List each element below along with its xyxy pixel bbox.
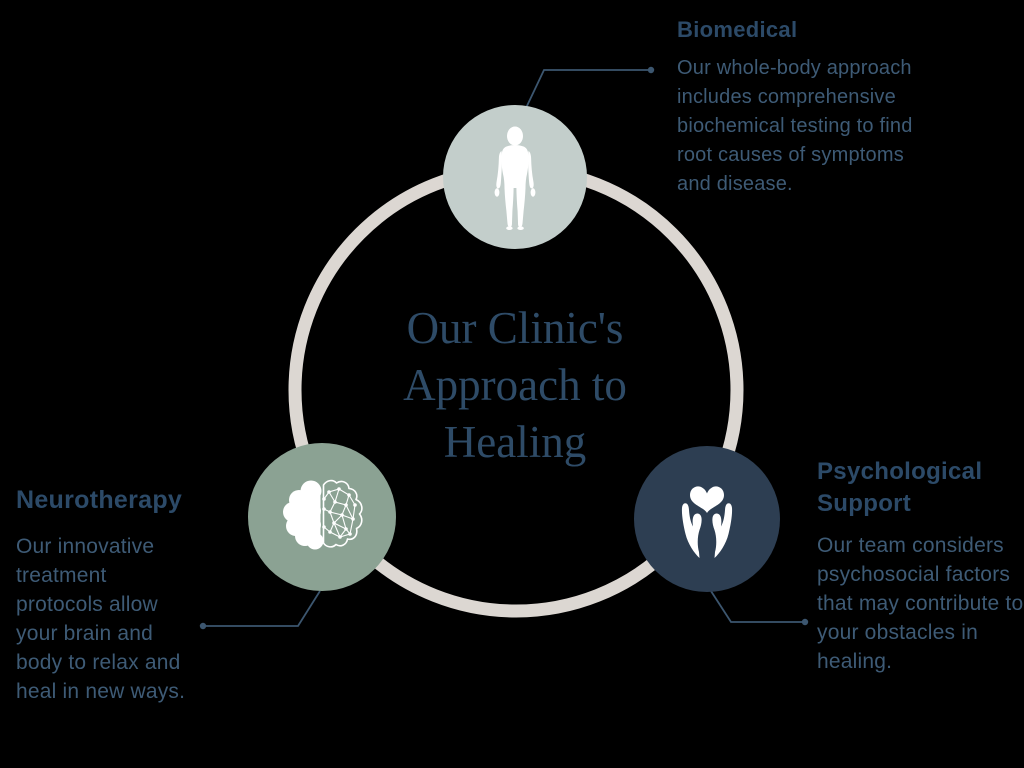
biomedical-description: Our whole-body approach includes compreh… [677, 57, 913, 196]
diagram-title: Our Clinic's Approach to Healing [340, 300, 690, 471]
neurotherapy-description: Our innovative treatment protocols allow… [16, 535, 186, 703]
biomedical-connector [525, 66, 655, 109]
connector-dot [647, 66, 655, 74]
neurotherapy-text-block: Neurotherapy Our innovative treatment pr… [16, 484, 216, 706]
connector-dot [199, 622, 207, 630]
neurotherapy-circle [248, 443, 396, 591]
neurotherapy-connector [199, 590, 321, 630]
connector-dot [801, 618, 809, 626]
hands-heart-icon [681, 486, 733, 558]
psychological-connector [708, 587, 809, 626]
diagram-title-line: Approach to [403, 360, 627, 410]
psychological-node [634, 446, 780, 592]
neurotherapy-node [248, 443, 396, 591]
diagram-title-line: Our Clinic's [406, 303, 624, 353]
biomedical-text-block: Biomedical Our whole-body approach inclu… [677, 16, 955, 199]
biomedical-node [443, 105, 587, 249]
biomedical-heading: Biomedical [677, 17, 798, 42]
brain-icon [283, 479, 363, 550]
neurotherapy-heading: Neurotherapy [16, 486, 183, 514]
human-body-icon [494, 126, 536, 230]
psychological-circle [634, 446, 780, 592]
psychological-description: Our team considers psychosocial factors … [817, 534, 1024, 673]
psychological-heading: Psychological Support [817, 458, 983, 517]
psychological-text-block: Psychological Support Our team considers… [817, 456, 1024, 676]
diagram-title-line: Healing [443, 417, 587, 467]
